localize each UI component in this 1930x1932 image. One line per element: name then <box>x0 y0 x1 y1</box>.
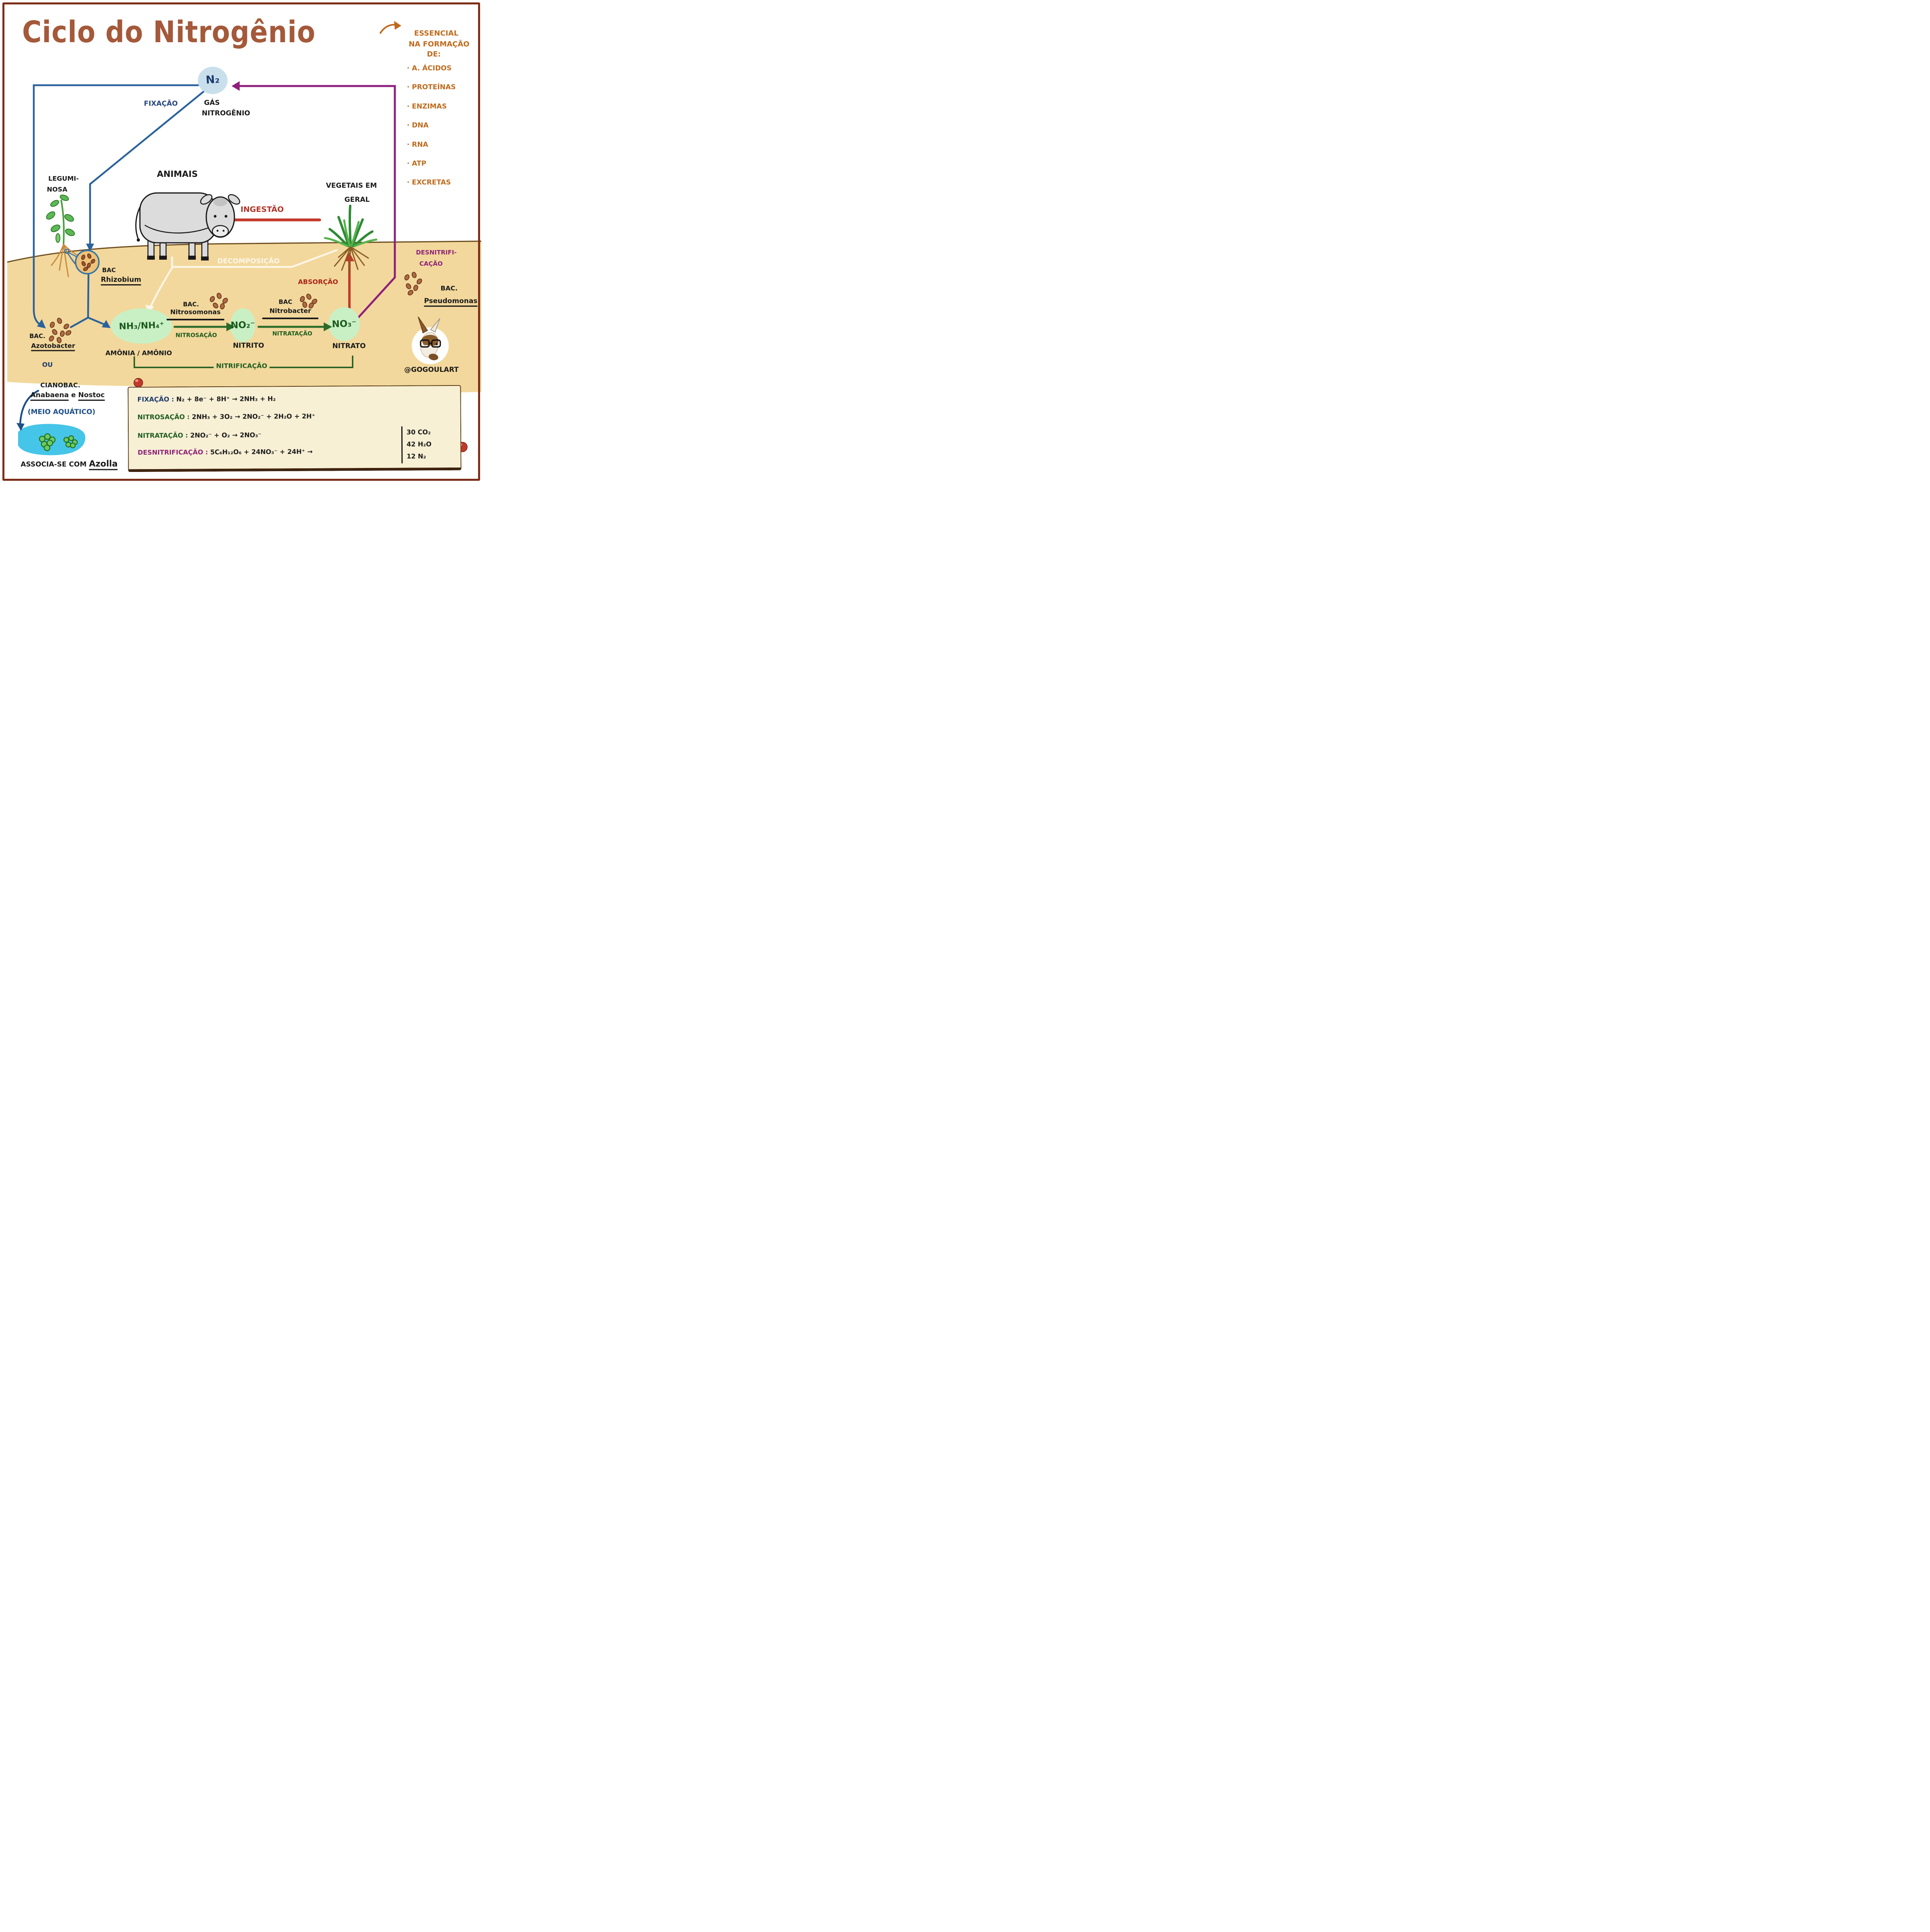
nitrification-label: NITRIFICAÇÃO <box>214 363 270 370</box>
nitratation-label: NITRATAÇÃO <box>272 330 312 337</box>
azotobacter-name: Azotobacter <box>31 343 75 351</box>
conjunction: e <box>71 391 76 400</box>
credit-avatar <box>412 316 449 364</box>
diagram-artwork <box>7 21 482 464</box>
azolla-association: ASSOCIA-SE COM Azolla <box>21 459 118 470</box>
vegetables-label-line2: GERAL <box>344 196 370 204</box>
root-nodule <box>64 248 100 275</box>
nitrogen-cycle-poster: Ciclo do Nitrogênio ESSENCIAL NA FORMAÇÃ… <box>0 0 482 483</box>
essential-item: PROTEÍNAS <box>407 83 456 91</box>
pseudomonas-name: Pseudomonas <box>424 297 478 307</box>
nitrobacter-name: Nitrobacter <box>269 307 311 315</box>
essential-heading-line1: ESSENCIAL <box>414 29 459 38</box>
nitrobacter-bacteria <box>300 293 317 309</box>
azolla-pond <box>16 390 86 455</box>
cyanobacteria-names: Anabaena e Nostoc <box>30 391 105 401</box>
nitrate-label: NITRATO <box>332 342 366 351</box>
denitrification-label-line1: DESNITRIFI- <box>416 249 457 256</box>
cyanobacteria-prefix: CIANOBAC. <box>40 381 80 389</box>
essential-item: EXCRETAS <box>407 178 451 187</box>
pseudomonas-prefix: BAC. <box>440 284 458 292</box>
nitrosomonas-bacteria <box>209 293 228 310</box>
leguminosa-label-line2: NOSA <box>47 185 68 193</box>
rhizobium-prefix: BAC <box>102 267 116 274</box>
n2-label-line2: NITROGÊNIO <box>201 109 250 118</box>
denitrification-path <box>232 81 396 319</box>
credit-handle: @GOGOULART <box>404 366 459 374</box>
nitrosomonas-prefix: BAC. <box>183 301 199 308</box>
denitrification-label-line2: CAÇÃO <box>419 260 443 268</box>
ammonia-label: AMÔNIA / AMÔNIO <box>105 349 172 357</box>
essential-heading-line2: NA FORMAÇÃO <box>409 40 470 49</box>
compound-nodes <box>111 67 360 344</box>
absorption-label: ABSORÇÃO <box>298 278 338 286</box>
or-label: OU <box>42 361 53 369</box>
essential-arrow <box>380 21 401 34</box>
azolla-name: Azolla <box>89 459 118 470</box>
nitrosomonas-name: Nitrosomonas <box>170 308 221 316</box>
decomposition-label: DECOMPOSIÇÃO <box>217 257 280 266</box>
anabaena-name: Anabaena <box>30 391 69 401</box>
essential-item: DNA <box>407 121 429 129</box>
cow-illustration <box>135 192 240 260</box>
azotobacter-bacteria <box>49 318 72 343</box>
azotobacter-prefix: BAC. <box>29 332 45 340</box>
essential-item: A. ÁCIDOS <box>407 64 452 72</box>
nitrite-label: NITRITO <box>233 342 264 350</box>
nostoc-name: Nostoc <box>78 391 105 401</box>
aquatic-habitat-label: (MEIO AQUÁTICO) <box>27 408 96 416</box>
essential-item: RNA <box>407 141 428 149</box>
leguminosa-label-line1: LEGUMI- <box>48 174 79 183</box>
ingestion-label: INGESTÃO <box>240 205 284 214</box>
fixation-label: FIXAÇÃO <box>144 100 178 108</box>
rhizobium-name: Rhizobium <box>101 276 142 285</box>
essential-heading-line3: DE: <box>427 50 441 59</box>
nitrobacter-prefix: BAC <box>278 298 293 306</box>
essential-item: ATP <box>407 160 426 168</box>
nitrosation-label: NITROSAÇÃO <box>175 332 217 339</box>
fixation-paths <box>33 84 205 328</box>
n2-label-line1: GÁS <box>204 99 220 107</box>
decomposition-path <box>145 249 338 314</box>
animals-label: ANIMAIS <box>157 169 198 179</box>
association-prefix: ASSOCIA-SE COM <box>21 460 87 469</box>
vegetables-label-line1: VEGETAIS EM <box>326 182 377 190</box>
page-title: Ciclo do Nitrogênio <box>22 14 316 49</box>
poster-border <box>2 2 480 481</box>
grass-plant <box>324 205 378 274</box>
pseudomonas-bacteria <box>404 272 422 295</box>
essential-item: ENZIMAS <box>407 103 447 111</box>
